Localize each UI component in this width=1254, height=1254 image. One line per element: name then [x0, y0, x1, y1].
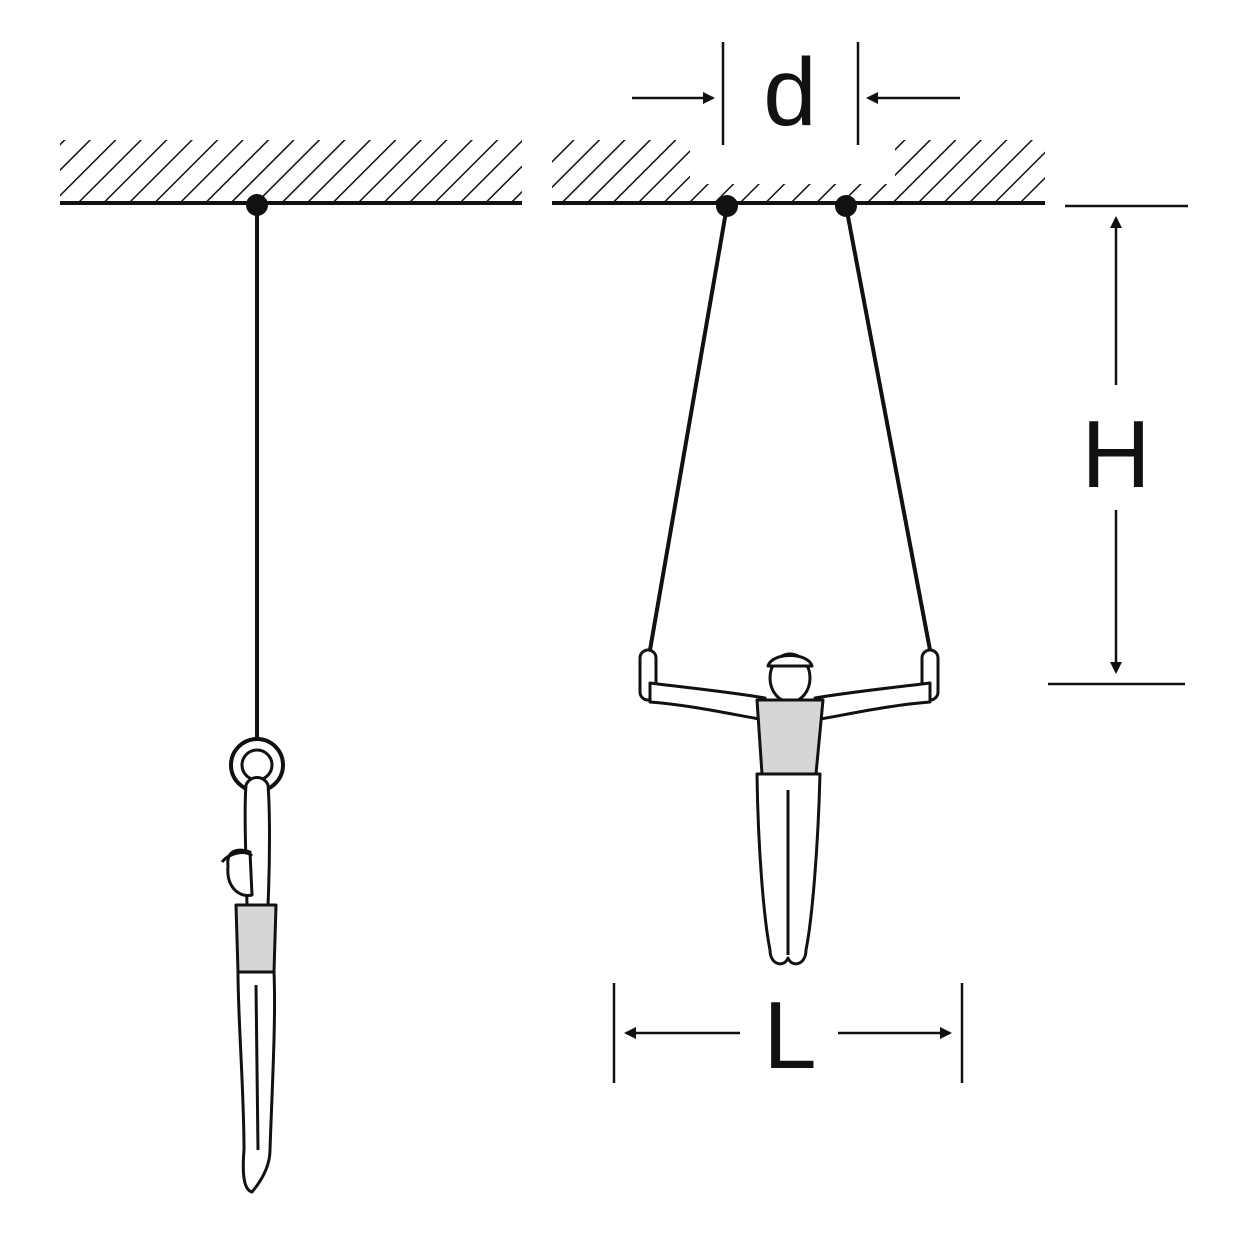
ceiling-right [552, 140, 1045, 205]
dimension-l: L [612, 982, 964, 1089]
dimension-h: H [1048, 204, 1188, 686]
label-d: d [763, 39, 816, 146]
gymnast-side-view-icon [220, 776, 278, 1194]
rope-right-a [648, 205, 729, 651]
label-l: L [763, 982, 816, 1089]
label-h: H [1081, 401, 1150, 508]
front-view-apparatus [638, 195, 940, 702]
anchor-point-a [716, 195, 738, 217]
anchor-point-b [835, 195, 857, 217]
anchor-point [246, 194, 268, 216]
gymnast-front-view-icon [648, 652, 932, 966]
ceiling-left [60, 140, 522, 205]
dimension-d: d [632, 39, 960, 146]
side-view-apparatus [229, 194, 285, 793]
rope-right-b [844, 205, 932, 651]
